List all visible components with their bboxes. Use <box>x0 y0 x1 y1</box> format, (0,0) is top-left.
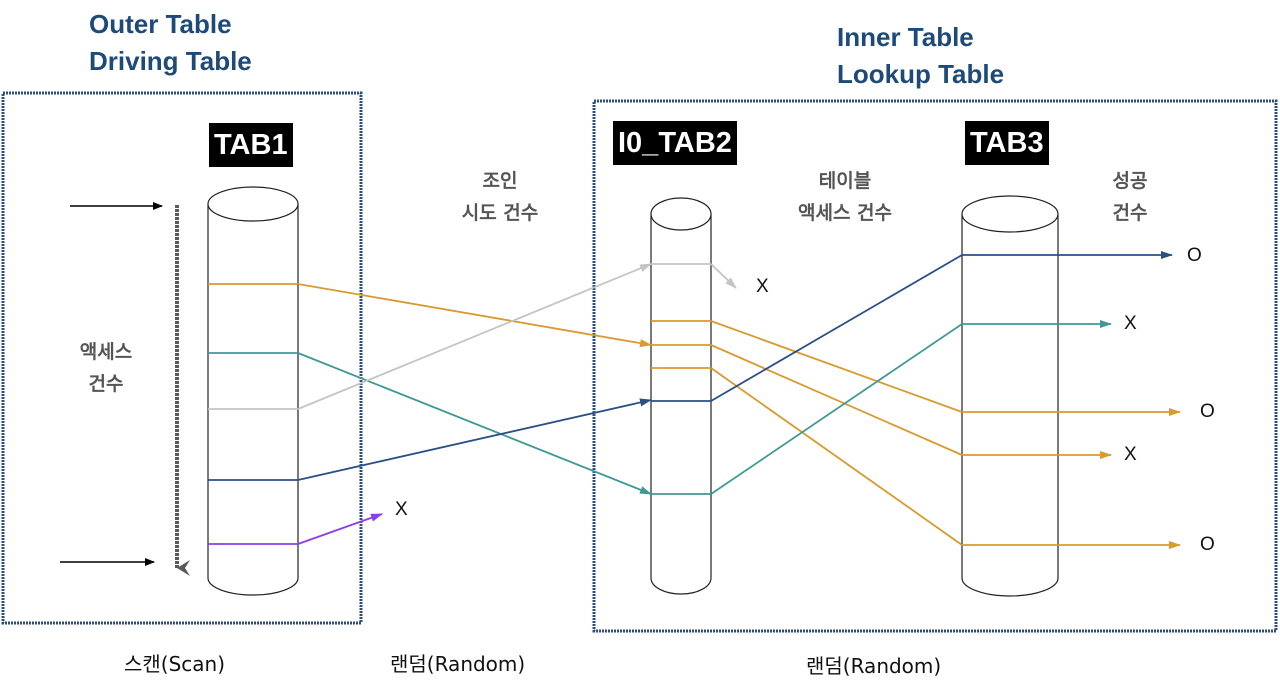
inner-heading-line1: Inner Table <box>837 22 974 52</box>
idx-tab2-label: I0_TAB2 <box>613 121 737 165</box>
tab3-result-1: O <box>1187 245 1202 266</box>
join-attempts-note: 조인 시도 건수 <box>430 165 570 229</box>
tab3-cylinder <box>961 195 1059 597</box>
join-attempts-line1: 조인 <box>482 170 518 192</box>
tab3-label: TAB3 <box>965 121 1049 165</box>
idx-gray-result: X <box>756 276 769 297</box>
idx-teal-row <box>651 323 963 495</box>
tab3-result-4: X <box>1124 444 1137 465</box>
join-attempts-line2: 시도 건수 <box>461 202 539 224</box>
idx-orange-row2 <box>651 344 963 456</box>
table-access-note: 테이블 액세스 건수 <box>770 165 920 229</box>
navy-join-line <box>208 398 652 481</box>
outer-table-box <box>1 91 363 625</box>
tab1-label: TAB1 <box>209 123 293 167</box>
teal-join-line <box>208 352 652 495</box>
table-access-line1: 테이블 <box>818 170 872 192</box>
orange-join-line <box>208 283 652 348</box>
outer-heading-line2: Driving Table <box>89 46 252 76</box>
inner-heading-line2: Lookup Table <box>837 59 1005 89</box>
inner-table-heading: Inner Table Lookup Table <box>837 19 1004 93</box>
tab3-result-3: O <box>1200 401 1215 422</box>
tab1-purple-result: X <box>395 499 408 520</box>
table-access-line2: 액세스 건수 <box>797 202 892 224</box>
gray-join-line <box>208 263 652 410</box>
random-caption-join: 랜덤(Random) <box>390 652 526 676</box>
access-count-line2: 건수 <box>88 373 124 395</box>
idx-orange-row3 <box>651 367 963 546</box>
success-line2: 건수 <box>1112 202 1148 224</box>
outer-heading-line1: Outer Table <box>89 9 232 39</box>
idx-tab2-cylinder <box>650 197 712 595</box>
access-count-line1: 액세스 <box>79 341 133 363</box>
idx-gray-failed-line <box>651 263 737 289</box>
idx-orange-row1 <box>651 320 963 413</box>
purple-failed-line <box>208 513 383 545</box>
inner-table-box <box>592 99 1278 633</box>
scan-caption: 스캔(Scan) <box>124 652 226 676</box>
idx-navy-row <box>651 254 963 402</box>
outer-table-heading: Outer Table Driving Table <box>89 6 252 80</box>
access-count-note: 액세스 건수 <box>56 336 156 400</box>
tab1-cylinder <box>207 186 299 596</box>
tab3-result-5: O <box>1200 534 1215 555</box>
random-caption-lookup: 랜덤(Random) <box>806 654 942 678</box>
success-line1: 성공 <box>1112 170 1148 192</box>
tab3-result-2: X <box>1124 313 1137 334</box>
success-note: 성공 건수 <box>1080 165 1180 229</box>
